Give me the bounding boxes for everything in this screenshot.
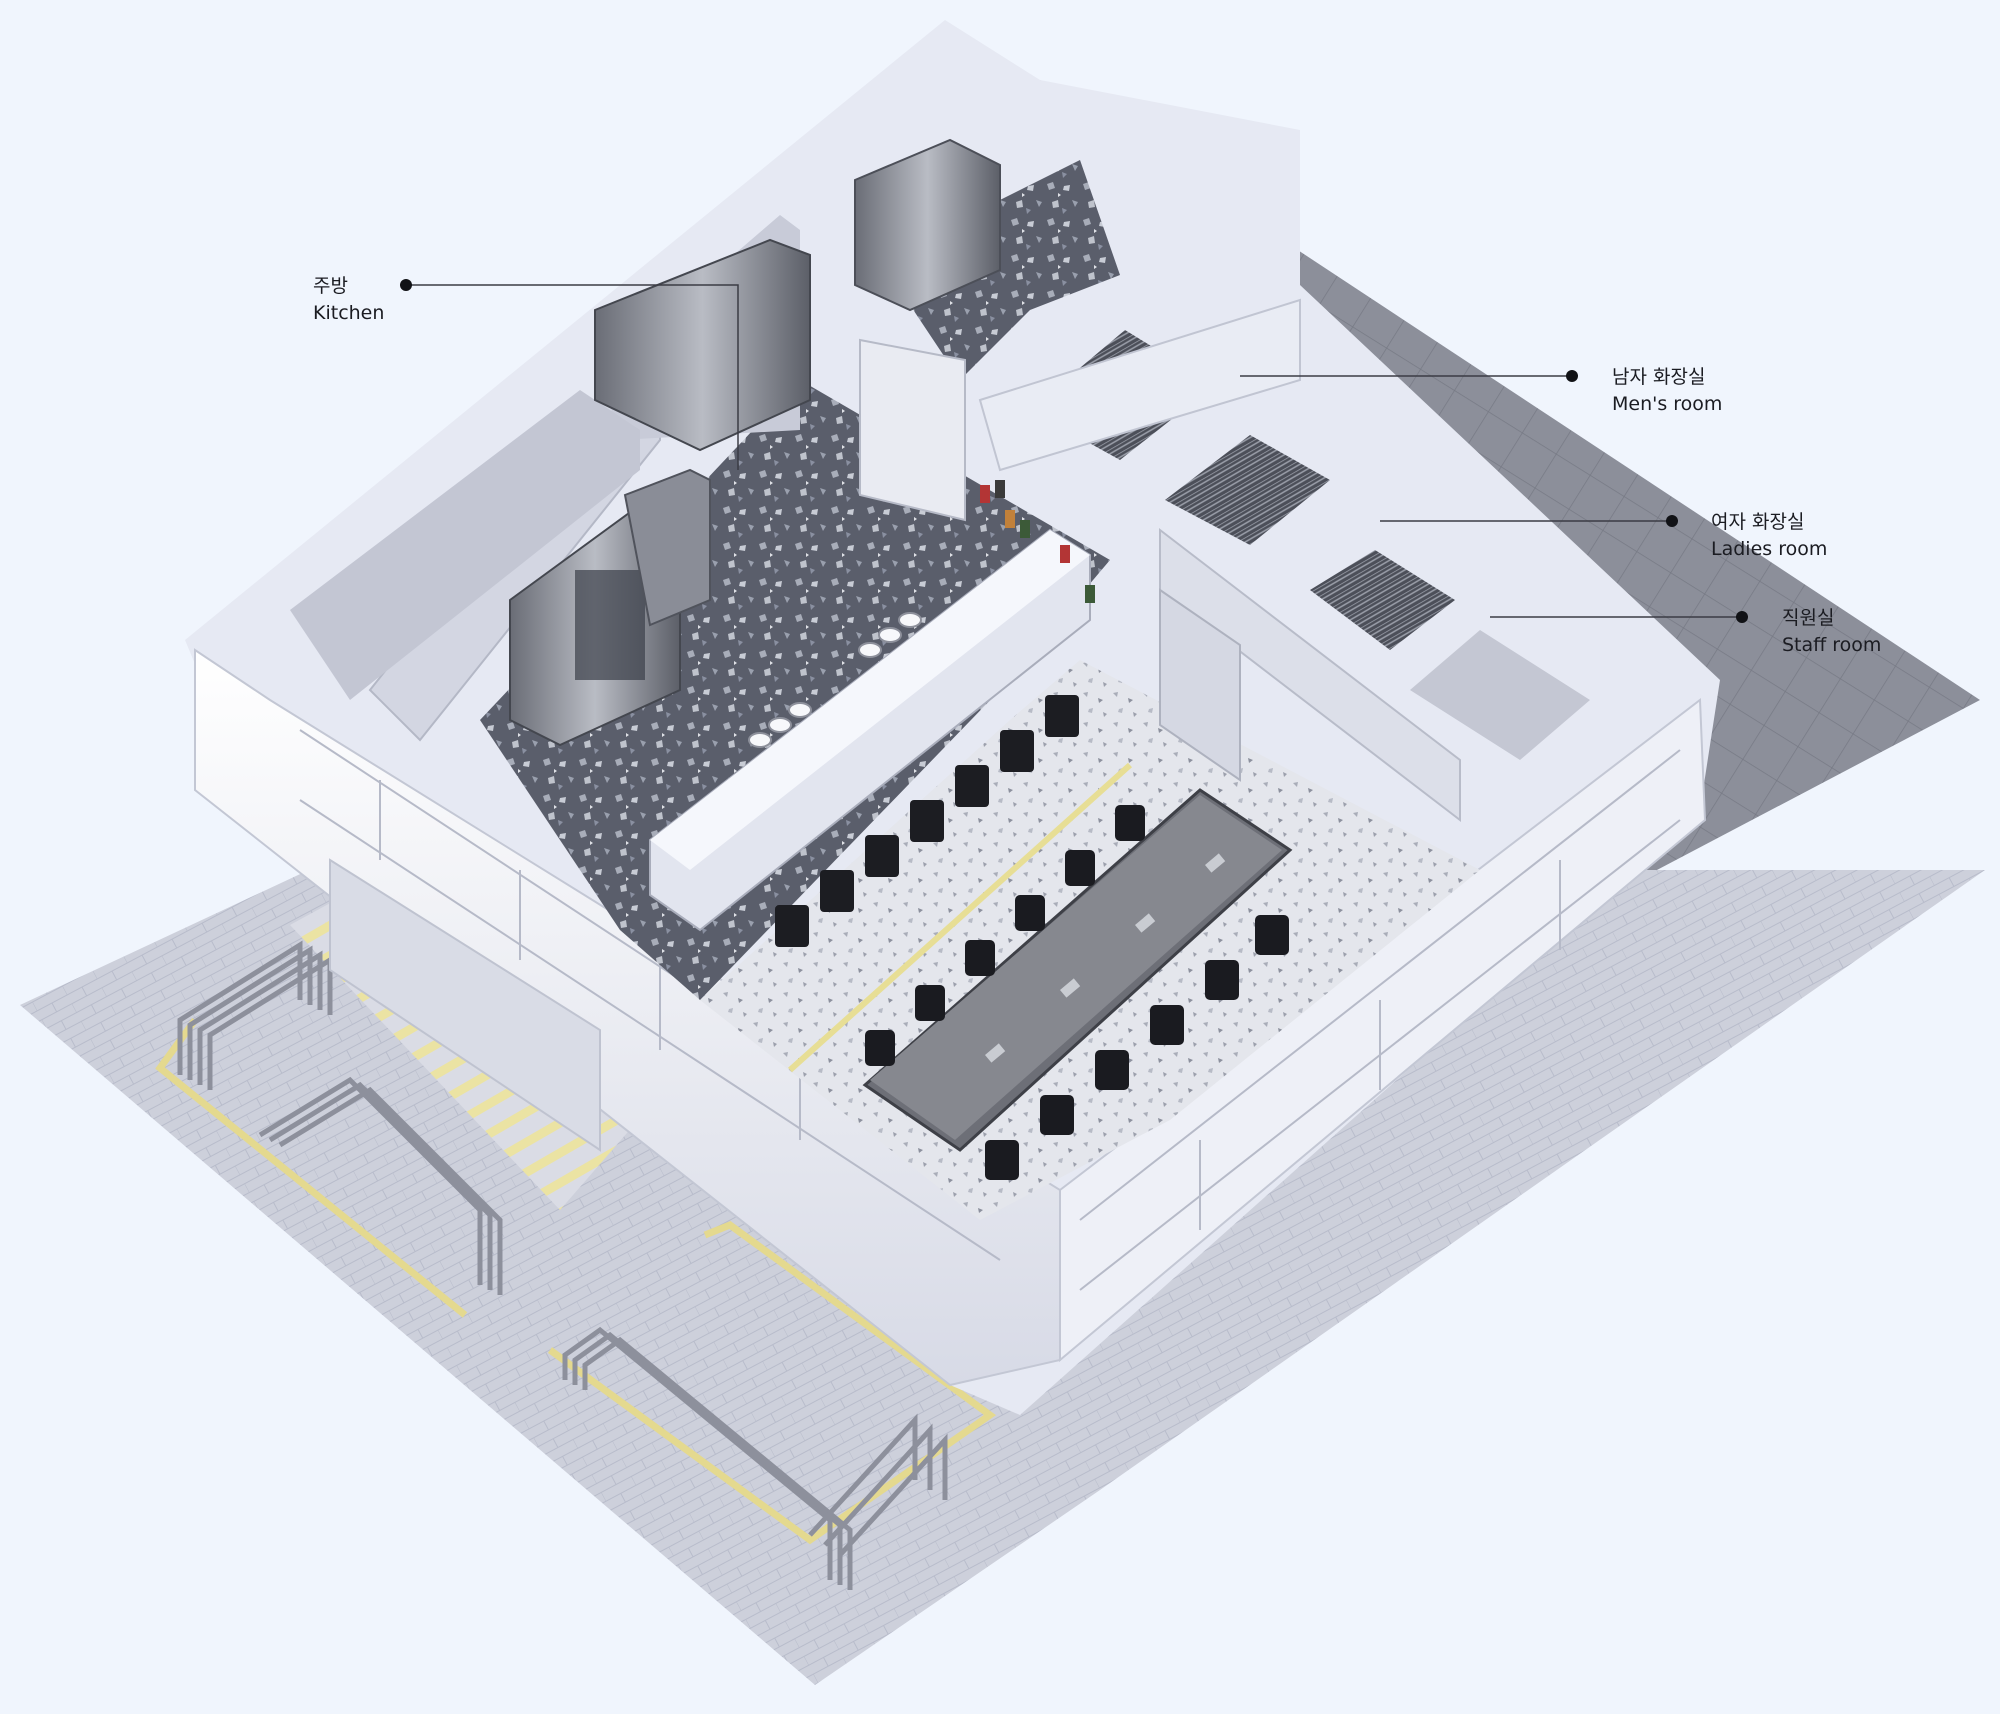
bar-counter-top bbox=[650, 530, 1090, 870]
dining-chairs-left bbox=[865, 805, 1145, 1066]
label-mens-room-en: Men's room bbox=[1612, 393, 1723, 415]
partition-wall bbox=[1159, 527, 1461, 823]
bike-rack-1 bbox=[177, 940, 333, 1090]
label-staff-room-en: Staff room bbox=[1782, 634, 1882, 656]
facade-right bbox=[1059, 698, 1707, 1363]
dining-table-top bbox=[870, 795, 1282, 1140]
ladies-room-floor-1 bbox=[1165, 435, 1330, 545]
kitchen-leader bbox=[406, 284, 739, 470]
floor-yellow-line bbox=[787, 762, 1133, 1073]
bike-rack-2 bbox=[258, 1076, 503, 1295]
restroom-wall bbox=[978, 298, 1301, 472]
shutter-door bbox=[329, 858, 601, 1152]
parking-line-right bbox=[547, 1221, 997, 1545]
callout-lines bbox=[406, 284, 1742, 618]
ladies-room-floor-2 bbox=[1310, 550, 1455, 650]
kitchen-dot bbox=[400, 279, 412, 291]
sinks bbox=[748, 612, 922, 748]
label-staff-room: 직원실 Staff room bbox=[1782, 605, 1881, 659]
label-ladies-room-en: Ladies room bbox=[1711, 538, 1828, 560]
door-panel bbox=[1159, 588, 1241, 782]
label-mens-room: 남자 화장실 Men's room bbox=[1612, 364, 1722, 418]
cooking-line bbox=[594, 238, 811, 452]
mens-room-dot bbox=[1566, 370, 1578, 382]
kitchen-floor bbox=[480, 380, 1110, 1000]
label-mens-room-ko: 남자 화장실 bbox=[1612, 366, 1706, 388]
fridge-glass bbox=[575, 570, 645, 680]
parking-line-left bbox=[155, 1017, 468, 1318]
bottle-shelf bbox=[980, 480, 1095, 603]
walk-in-fridge bbox=[854, 138, 1001, 312]
staff-room-floor bbox=[1410, 630, 1590, 760]
label-staff-room-ko: 직원실 bbox=[1782, 607, 1835, 629]
label-kitchen-en: Kitchen bbox=[313, 302, 385, 324]
store-room bbox=[290, 390, 640, 700]
dining-chairs-right bbox=[985, 915, 1289, 1180]
staff-room-dot bbox=[1736, 611, 1748, 623]
shelving bbox=[623, 468, 711, 627]
label-kitchen-ko: 주방 bbox=[313, 275, 348, 297]
label-kitchen: 주방 Kitchen bbox=[313, 273, 384, 327]
label-ladies-room-ko: 여자 화장실 bbox=[1711, 511, 1805, 533]
glass-partition bbox=[859, 338, 966, 522]
label-ladies-room: 여자 화장실 Ladies room bbox=[1711, 509, 1827, 563]
ladies-room-dot bbox=[1666, 515, 1678, 527]
table-grills bbox=[985, 853, 1226, 1063]
bike-rack-4 bbox=[808, 1413, 948, 1557]
callout-dots bbox=[400, 279, 1748, 623]
bar-stools bbox=[775, 695, 1079, 947]
